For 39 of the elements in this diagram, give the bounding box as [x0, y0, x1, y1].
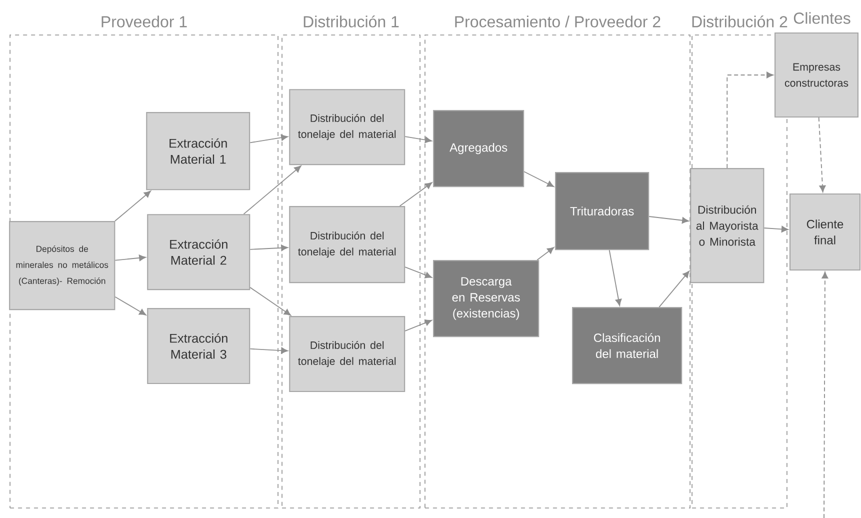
- arrow: [822, 272, 828, 518]
- arrow: [658, 270, 690, 308]
- arrow: [524, 171, 554, 187]
- process-box: Clasificación del material: [572, 307, 682, 384]
- process-box: Trituradoras: [555, 172, 650, 250]
- arrow: [536, 247, 554, 260]
- arrow: [818, 117, 826, 192]
- arrow: [243, 166, 302, 215]
- arrow: [726, 72, 774, 168]
- arrow: [250, 286, 291, 316]
- arrow: [404, 320, 432, 332]
- process-box: Distribución del tonelaje del material: [289, 206, 406, 284]
- process-box: Depósitos de minerales no metálicos (Canteras)- Remoción: [9, 221, 116, 310]
- process-box: Agregados: [433, 110, 524, 188]
- lane-heading: Proveedor 1: [102, 16, 187, 28]
- arrow: [404, 136, 432, 144]
- arrow: [648, 216, 689, 224]
- process-box: Distribución al Mayorista o Minorista: [690, 168, 764, 284]
- lane-heading: Procesamiento / Proveedor 2: [455, 16, 660, 28]
- lane-heading: Distribución 1: [304, 15, 399, 28]
- process-box: Extracción Material 3: [147, 308, 250, 384]
- arrow: [608, 250, 622, 306]
- process-box: Extracción Material 2: [147, 214, 250, 290]
- process-box: Cliente final: [789, 193, 861, 271]
- lane-heading: Distribución 2: [692, 15, 788, 28]
- process-box: Empresas constructoras: [774, 32, 858, 118]
- arrow: [764, 226, 788, 232]
- process-box: Distribución del tonelaje del material: [289, 89, 406, 166]
- arrow: [250, 134, 288, 144]
- arrow: [114, 190, 151, 222]
- process-box: Extracción Material 1: [146, 112, 250, 190]
- arrow: [250, 347, 288, 354]
- process-box: Descarga en Reservas (existencias): [433, 260, 540, 338]
- process-box: Distribución del tonelaje del material: [289, 316, 406, 392]
- arrow: [114, 296, 146, 316]
- arrow: [114, 254, 146, 262]
- arrow: [250, 244, 288, 252]
- arrow: [399, 182, 432, 206]
- arrow: [404, 266, 432, 278]
